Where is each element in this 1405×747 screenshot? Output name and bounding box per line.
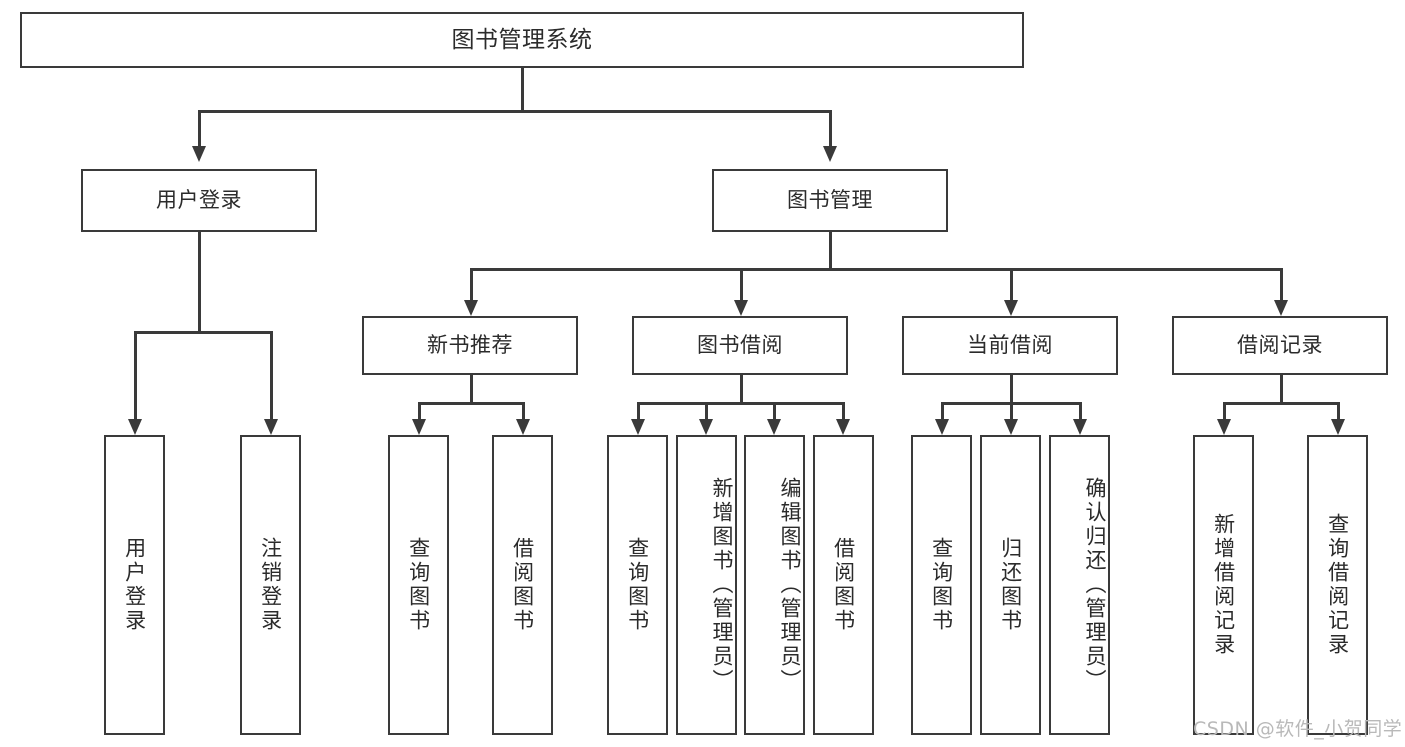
arrowhead-leaf-user-login-1 [128, 419, 142, 435]
node-user-login[interactable]: 用户登录 [81, 169, 317, 232]
connector-borrow-record-drop-2 [1337, 402, 1340, 419]
arrowhead-borrow-record [1274, 300, 1288, 316]
node-current-borrow[interactable]: 当前借阅 [902, 316, 1118, 375]
connector-book-borrow-bus [637, 402, 842, 405]
arrowhead-leaf-book-borrow-3 [767, 419, 781, 435]
connector-borrow-record-bus [1223, 402, 1337, 405]
connector-new-book-stem [470, 375, 473, 404]
leaf-user-login-login[interactable]: 用户登录 [104, 435, 165, 735]
arrowhead-leaf-borrow-record-2 [1331, 419, 1345, 435]
connector-user-login-drop-2 [270, 331, 273, 419]
connector-level2-drop-current-borrow [1010, 268, 1013, 300]
connector-user-login-bus [134, 331, 270, 334]
leaf-new-book-query-books[interactable]: 查询图书 [388, 435, 449, 735]
connector-level2-drop-new-book [470, 268, 473, 300]
arrowhead-leaf-new-book-1 [412, 419, 426, 435]
arrowhead-book-manage [823, 146, 837, 162]
arrowhead-leaf-current-borrow-1 [935, 419, 949, 435]
arrowhead-leaf-borrow-record-1 [1217, 419, 1231, 435]
arrowhead-current-borrow [1004, 300, 1018, 316]
watermark-credit: CSDN @软件_小贺同学 [1193, 718, 1403, 740]
leaf-new-book-borrow-books[interactable]: 借阅图书 [492, 435, 553, 735]
connector-book-borrow-drop-3 [773, 402, 776, 419]
connector-current-borrow-drop-2 [1010, 402, 1013, 419]
connector-root-stem [521, 68, 524, 112]
connector-level1-drop-book-manage [829, 110, 832, 146]
connector-book-borrow-drop-4 [842, 402, 845, 419]
connector-level2-bus [470, 268, 1282, 271]
connector-current-borrow-stem [1010, 375, 1013, 404]
leaf-book-borrow-add-book-admin[interactable]: 新增图书（管理员） [676, 435, 737, 735]
arrowhead-book-borrow [734, 300, 748, 316]
connector-user-login-drop-1 [134, 331, 137, 419]
arrowhead-leaf-book-borrow-4 [836, 419, 850, 435]
arrowhead-leaf-book-borrow-1 [631, 419, 645, 435]
arrowhead-leaf-user-login-2 [264, 419, 278, 435]
leaf-user-login-logout[interactable]: 注销登录 [240, 435, 301, 735]
connector-level2-drop-book-borrow [740, 268, 743, 300]
connector-borrow-record-drop-1 [1223, 402, 1226, 419]
leaf-current-borrow-query-books[interactable]: 查询图书 [911, 435, 972, 735]
connector-book-borrow-drop-2 [705, 402, 708, 419]
arrowhead-leaf-new-book-2 [516, 419, 530, 435]
connector-book-borrow-drop-1 [637, 402, 640, 419]
arrowhead-new-book-recommend [464, 300, 478, 316]
connector-level1-drop-user-login [198, 110, 201, 146]
arrowhead-leaf-current-borrow-3 [1073, 419, 1087, 435]
arrowhead-leaf-current-borrow-2 [1004, 419, 1018, 435]
leaf-book-borrow-query-books[interactable]: 查询图书 [607, 435, 668, 735]
connector-level1-bus [198, 110, 832, 113]
leaf-borrow-record-query-record[interactable]: 查询借阅记录 [1307, 435, 1368, 735]
leaf-book-borrow-edit-book-admin[interactable]: 编辑图书（管理员） [744, 435, 805, 735]
node-borrow-record[interactable]: 借阅记录 [1172, 316, 1388, 375]
connector-level2-drop-borrow-record [1280, 268, 1283, 300]
node-book-manage[interactable]: 图书管理 [712, 169, 948, 232]
arrowhead-user-login [192, 146, 206, 162]
node-book-borrow[interactable]: 图书借阅 [632, 316, 848, 375]
node-new-book-recommend[interactable]: 新书推荐 [362, 316, 578, 375]
leaf-current-borrow-confirm-return-admin[interactable]: 确认归还（管理员） [1049, 435, 1110, 735]
connector-new-book-bus [418, 402, 522, 405]
connector-book-borrow-stem [740, 375, 743, 404]
connector-new-book-drop-1 [418, 402, 421, 419]
leaf-borrow-record-add-record[interactable]: 新增借阅记录 [1193, 435, 1254, 735]
connector-current-borrow-drop-1 [941, 402, 944, 419]
leaf-book-borrow-borrow-books[interactable]: 借阅图书 [813, 435, 874, 735]
connector-new-book-drop-2 [522, 402, 525, 419]
connector-user-login-stem [198, 232, 201, 333]
leaf-current-borrow-return-books[interactable]: 归还图书 [980, 435, 1041, 735]
arrowhead-leaf-book-borrow-2 [699, 419, 713, 435]
connector-current-borrow-drop-3 [1079, 402, 1082, 419]
node-root-system[interactable]: 图书管理系统 [20, 12, 1024, 68]
connector-book-manage-stem [829, 232, 832, 270]
connector-borrow-record-stem [1280, 375, 1283, 404]
